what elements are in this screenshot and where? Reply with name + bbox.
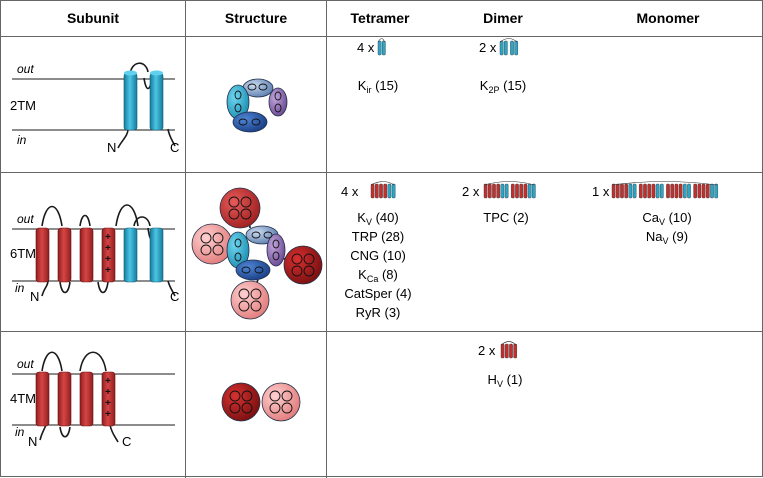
channel-label: K2P (15)	[480, 78, 526, 95]
dimer-multiplier: 2 x	[478, 343, 496, 358]
structure-4tm	[221, 382, 301, 422]
channel-label: CaV (10)	[642, 210, 691, 227]
svg-text:+: +	[105, 398, 111, 409]
svg-text:+: +	[105, 265, 111, 276]
monomer-multiplier: 1 x	[592, 184, 610, 199]
svg-text:+: +	[105, 409, 111, 420]
channel-label: TPC (2)	[483, 210, 529, 225]
tetramer-cell-6tm: 4 x KV (40) TRP (28) CNG (10) KCa (8) CatSpe…	[341, 181, 412, 320]
membrane-out-label: out	[17, 212, 34, 226]
subunit-diagram-2tm: out in 2TM N C	[10, 62, 179, 155]
dimer-multiplier: 2 x	[462, 184, 480, 199]
dimer-multiplier: 2 x	[479, 40, 497, 55]
tetramer-cell-2tm: 4 x Kir (15)	[357, 38, 398, 95]
svg-text:+: +	[105, 232, 111, 243]
channel-label: KV (40)	[357, 210, 398, 227]
helix-pair-icon	[377, 38, 386, 56]
c-terminus-label: C	[122, 434, 131, 449]
tm-label-6tm: 6TM	[10, 246, 36, 261]
c-terminus-label: C	[170, 140, 179, 155]
membrane-out-label: out	[17, 62, 34, 76]
membrane-out-label: out	[17, 357, 34, 371]
channel-label: CatSper (4)	[344, 286, 411, 301]
tetramer-multiplier: 4 x	[357, 40, 375, 55]
subunit-diagram-6tm: out in 6TM + + + + N C	[10, 204, 179, 304]
channel-label: TRP (28)	[352, 229, 405, 244]
header-subunit: Subunit	[67, 10, 119, 26]
channel-label: HV (1)	[488, 372, 523, 389]
twenty-four-helix-icon	[611, 181, 718, 199]
row-2tm: out in 2TM N C	[10, 38, 526, 155]
svg-text:+: +	[105, 376, 111, 387]
table-header: Subunit Structure Tetramer Dimer Monomer	[67, 10, 700, 26]
channel-label: KCa (8)	[358, 267, 398, 284]
membrane-in-label: in	[17, 133, 27, 147]
membrane-in-label: in	[15, 281, 25, 295]
row-6tm: out in 6TM + + + + N C	[10, 181, 718, 320]
tetramer-multiplier: 4 x	[341, 184, 359, 199]
n-terminus-label: N	[30, 289, 39, 304]
dimer-cell-6tm: 2 x TPC (2)	[462, 181, 536, 225]
four-helix-icon	[500, 341, 517, 359]
svg-text:+: +	[105, 387, 111, 398]
channel-label: CNG (10)	[350, 248, 406, 263]
six-helix-icon	[370, 181, 396, 199]
dimer-cell-2tm: 2 x K2P (15)	[479, 38, 526, 95]
channel-label: Kir (15)	[358, 78, 398, 95]
header-monomer: Monomer	[637, 10, 701, 26]
twelve-helix-icon	[483, 181, 536, 199]
tm-label-4tm: 4TM	[10, 391, 36, 406]
monomer-cell-6tm: 1 x CaV (10) NaV (9)	[592, 181, 718, 246]
row-4tm: out in 4TM + + + + N C	[10, 341, 523, 449]
dimer-cell-4tm: 2 x HV (1)	[478, 341, 523, 389]
c-terminus-label: C	[170, 289, 179, 304]
membrane-in-label: in	[15, 425, 25, 439]
n-terminus-label: N	[28, 434, 37, 449]
tm-label-2tm: 2TM	[10, 98, 36, 113]
n-terminus-label: N	[107, 140, 116, 155]
header-tetramer: Tetramer	[351, 10, 410, 26]
channel-label: NaV (9)	[646, 229, 688, 246]
svg-text:+: +	[105, 254, 111, 265]
structure-2tm	[226, 78, 288, 133]
voltage-sensor-charges: + + + +	[105, 376, 111, 420]
header-structure: Structure	[225, 10, 287, 26]
subunit-diagram-4tm: out in 4TM + + + + N C	[10, 351, 175, 449]
header-dimer: Dimer	[483, 10, 523, 26]
svg-text:+: +	[105, 243, 111, 254]
channel-label: RyR (3)	[356, 305, 401, 320]
voltage-sensor-charges: + + + +	[105, 232, 111, 276]
structure-6tm	[191, 187, 323, 320]
helix-pair-icon	[499, 38, 518, 56]
